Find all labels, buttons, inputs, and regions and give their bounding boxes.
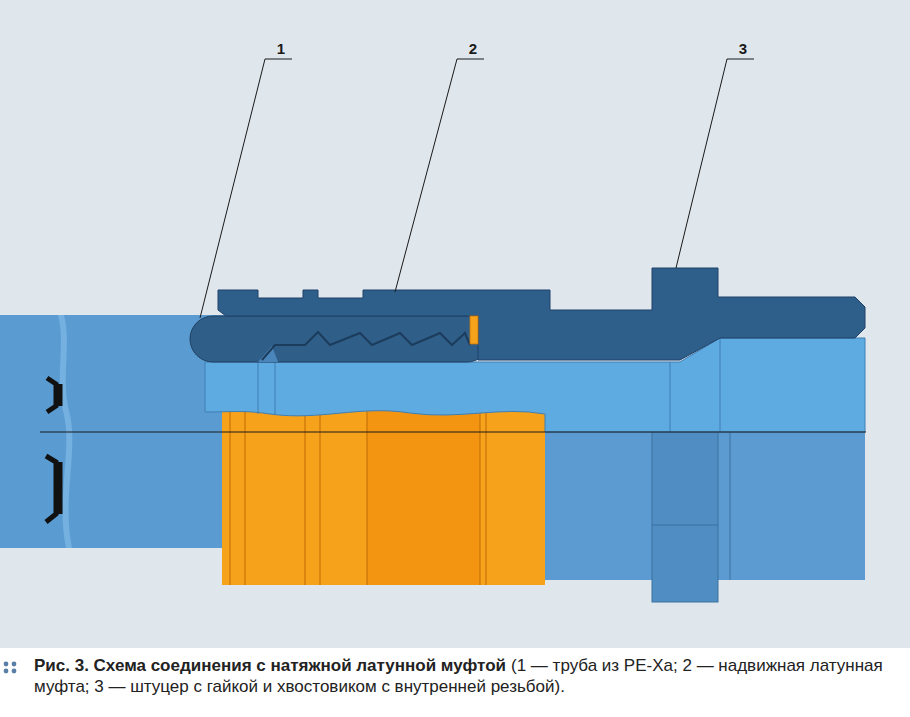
figure-caption: Рис. 3. Схема соединения с натяжной лату… [34,655,906,697]
nut-edge [652,524,718,525]
drawing-background [0,0,910,648]
brass-ring [470,316,478,344]
sleeve-and-fitting-body [218,268,865,360]
leader-lines [200,59,754,318]
pipe-flared-end [190,316,490,362]
center-line [40,432,866,433]
break-symbol [46,456,60,522]
sleeve-teeth [262,332,470,360]
tail-edge [670,362,671,432]
fitting-edge [730,415,731,580]
callout-number: 1 [277,40,285,57]
caption-title: Рис. 3. Схема соединения с натяжной лату… [34,656,506,675]
tail-edge [720,338,721,432]
fitting-nut [652,415,718,602]
callout-number: 3 [739,40,747,57]
break-symbol [47,378,60,412]
caption-marker [4,662,17,674]
tail-edge [258,362,259,414]
callout-number: 2 [469,40,477,57]
tail-edge [275,362,276,414]
